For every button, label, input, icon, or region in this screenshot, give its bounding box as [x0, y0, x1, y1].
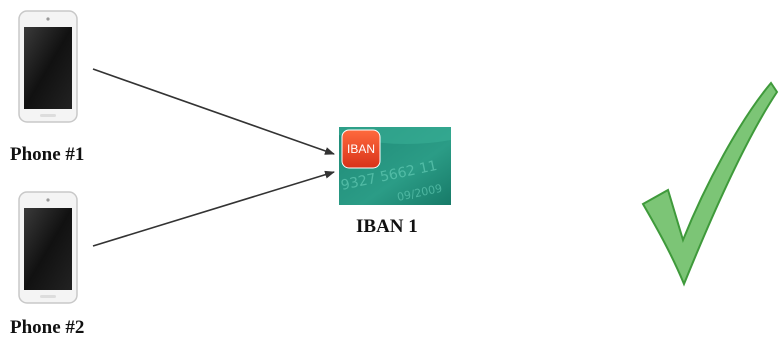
- edge-phone2-to-iban: [92, 170, 335, 247]
- phone-2-icon: [18, 191, 78, 304]
- phone-2-label: Phone #2: [10, 317, 85, 338]
- iban-card-icon: 9327 5662 11 09/2009 IBAN: [339, 127, 451, 205]
- iban-label: IBAN 1: [356, 216, 418, 237]
- edge-phone1-to-iban: [92, 68, 335, 155]
- iban-icon-text: IBAN: [347, 142, 375, 156]
- phone-1-label: Phone #1: [10, 144, 85, 165]
- checkmark-icon: [641, 81, 779, 287]
- phone-1-icon: [18, 10, 78, 123]
